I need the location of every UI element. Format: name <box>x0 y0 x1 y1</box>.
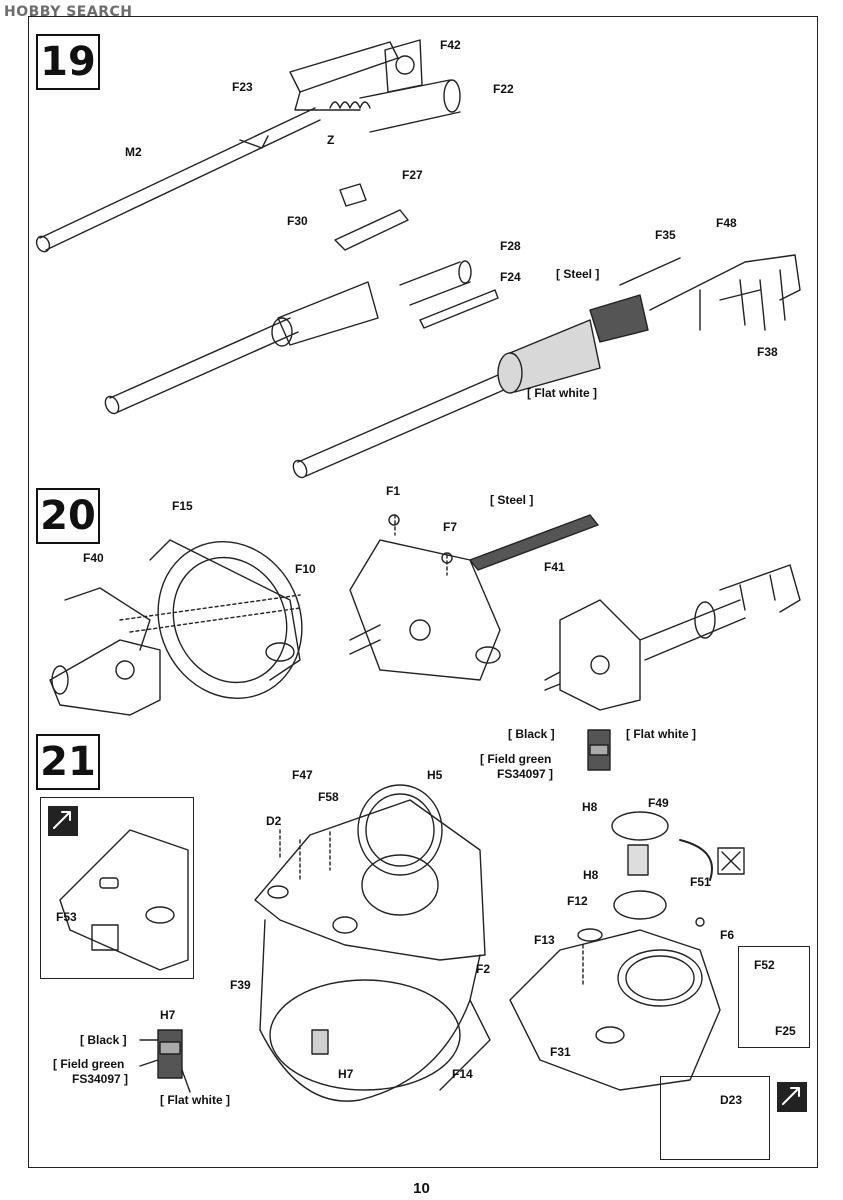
part-label-d23: D23 <box>720 1093 743 1107</box>
part-label-f31: F31 <box>550 1045 571 1059</box>
part-label-f49: F49 <box>648 796 669 810</box>
part-label-f53: F53 <box>56 910 77 924</box>
step19-barrel-top <box>35 39 461 253</box>
paint-label-black-h8: [ Black ] <box>508 727 555 741</box>
part-label-h8: H8 <box>583 868 599 882</box>
step19-barrel-bottom <box>292 254 801 479</box>
part-label-h5: H5 <box>427 768 443 782</box>
part-label-f23: F23 <box>232 80 253 94</box>
part-label-f47: F47 <box>292 768 313 782</box>
part-label-f51: F51 <box>690 875 711 889</box>
part-label-f38: F38 <box>757 345 778 359</box>
step21-inset-right-upper <box>738 946 810 1048</box>
part-label-f2: F2 <box>476 962 491 976</box>
paint-label-flat-white-h7: [ Flat white ] <box>160 1093 230 1107</box>
part-label-f24: F24 <box>500 270 521 284</box>
paint-label-steel-20: [ Steel ] <box>490 493 534 507</box>
part-label-f30: F30 <box>287 214 308 228</box>
paint-label-steel-19: [ Steel ] <box>556 267 600 281</box>
paint-label-field-green-h7: [ Field green <box>53 1057 125 1071</box>
step20-mantlet-left <box>49 539 303 716</box>
step21-inset-left <box>40 797 194 979</box>
step19-barrel-middle <box>104 183 499 415</box>
part-label-f10: F10 <box>295 562 316 576</box>
paint-label-fs-h7: FS34097 ] <box>72 1072 129 1086</box>
part-label-f6: F6 <box>720 928 735 942</box>
part-label-h8-top: H8 <box>582 800 598 814</box>
part-label-f39: F39 <box>230 978 251 992</box>
part-label-f27: F27 <box>402 168 423 182</box>
part-label-f25: F25 <box>775 1024 796 1038</box>
step21-left-inset-turret <box>59 829 189 971</box>
part-label-f12: F12 <box>567 894 588 908</box>
part-label-f1: F1 <box>386 484 401 498</box>
part-label-z: Z <box>327 133 335 147</box>
part-label-f35: F35 <box>655 228 676 242</box>
page-number: 10 <box>413 1180 430 1197</box>
step-number-19: 19 <box>36 34 100 90</box>
part-label-m2: M2 <box>125 145 142 159</box>
step21-h7-paint-chip <box>139 1029 191 1093</box>
step-number-20: 20 <box>36 488 100 544</box>
paint-label-fs-h8: FS34097 ] <box>497 767 554 781</box>
step21-turret-right <box>509 729 745 1091</box>
part-label-f13: F13 <box>534 933 555 947</box>
part-label-f58: F58 <box>318 790 339 804</box>
paint-label-flat-white-19: [ Flat white ] <box>527 386 597 400</box>
inset-arrow-icons <box>48 806 807 1112</box>
part-label-f28: F28 <box>500 239 521 253</box>
step20-assembly-right <box>544 564 801 711</box>
step-number-21: 21 <box>36 734 100 790</box>
step21-turret-center <box>254 784 491 1102</box>
part-label-d2: D2 <box>266 814 282 828</box>
step20-mantlet-middle <box>349 514 599 681</box>
paint-label-black-h7: [ Black ] <box>80 1033 127 1047</box>
part-label-f42: F42 <box>440 38 461 52</box>
part-label-f7: F7 <box>443 520 458 534</box>
part-label-h7: H7 <box>338 1067 354 1081</box>
part-label-h7-top: H7 <box>160 1008 176 1022</box>
part-label-f48: F48 <box>716 216 737 230</box>
part-label-f22: F22 <box>493 82 514 96</box>
part-label-f15: F15 <box>172 499 193 513</box>
page-frame <box>28 16 818 1168</box>
step21-inset-right-lower <box>660 1076 770 1160</box>
paint-label-field-green-h8: [ Field green <box>480 752 552 766</box>
part-label-f52: F52 <box>754 958 775 972</box>
paint-label-flat-white-h8: [ Flat white ] <box>626 727 696 741</box>
part-label-f40: F40 <box>83 551 104 565</box>
part-label-f41: F41 <box>544 560 565 574</box>
part-label-f14: F14 <box>452 1067 473 1081</box>
